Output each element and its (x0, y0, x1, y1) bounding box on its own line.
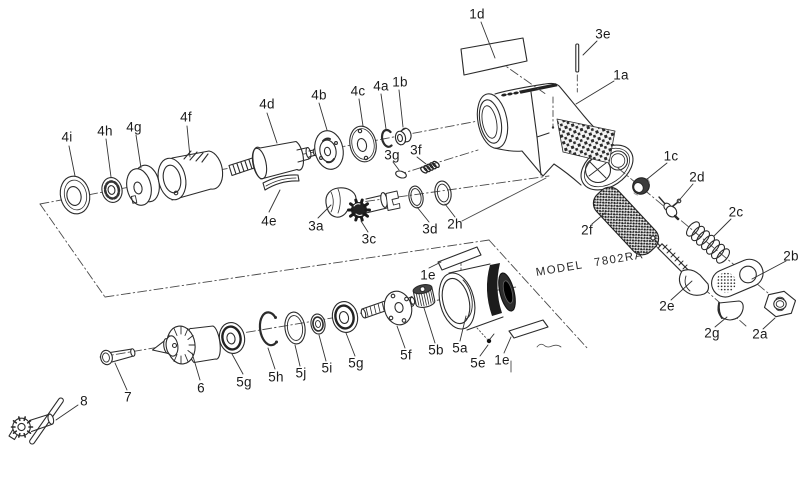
part-5g-bearing-2 (331, 301, 359, 333)
part-label-8: 8 (80, 393, 88, 409)
part-label-7: 7 (124, 389, 132, 405)
part-label-2b: 2b (783, 248, 799, 264)
part-1e-nameplate-1 (437, 246, 482, 271)
part-1e-nameplate-2 (508, 319, 549, 339)
part-label-3g: 3g (384, 147, 400, 163)
part-4b-end-plate (314, 130, 344, 170)
part-4c-washer (349, 125, 377, 163)
part-7-screw (100, 348, 136, 366)
part-2d-valve (658, 196, 682, 221)
part-label-1b: 1b (392, 74, 408, 90)
part-label-2a: 2a (752, 326, 768, 342)
part-label-4c: 4c (350, 83, 366, 99)
part-label-1d: 1d (469, 6, 485, 22)
part-3g-pin (395, 170, 407, 179)
part-3d-o-ring (408, 185, 424, 209)
part-label-5j: 5j (295, 365, 307, 381)
part-label-1c: 1c (663, 148, 679, 164)
part-label-5g-2: 5g (348, 355, 364, 371)
part-label-2e: 2e (659, 298, 675, 314)
part-label-4h: 4h (97, 123, 113, 139)
leader-lines (55, 21, 787, 421)
part-label-3c: 3c (361, 231, 377, 247)
part-label-5b: 5b (428, 342, 444, 358)
part-5i-spacer (310, 313, 326, 335)
part-3c-gear (347, 198, 371, 222)
part-label-2c: 2c (728, 204, 744, 220)
part-label-1a: 1a (613, 67, 629, 83)
part-label-4d: 4d (259, 96, 275, 112)
part-5f-spindle (360, 290, 416, 326)
part-2e-valve-stem (650, 235, 710, 296)
part-label-6: 6 (197, 380, 205, 396)
part-5j-washer (284, 311, 306, 345)
part-label-4i: 4i (61, 129, 73, 145)
label-plates (437, 37, 549, 339)
part-5e-set-screw (486, 333, 495, 344)
part-label-4b: 4b (311, 87, 327, 103)
part-5b-pinion-gear (412, 284, 436, 308)
part-label-2g: 2g (704, 325, 720, 341)
part-1c-bumper (632, 177, 650, 196)
part-3f-spring (420, 160, 440, 174)
part-label-4e: 4e (261, 213, 277, 229)
part-8-chuck-key (8, 397, 64, 445)
part-5h-retaining-ring (258, 311, 278, 347)
part-label-3d: 3d (422, 221, 438, 237)
part-4a-retaining-ring (380, 128, 393, 148)
part-label-5i: 5i (321, 360, 333, 376)
part-label-5f: 5f (400, 347, 412, 363)
part-label-2f: 2f (581, 222, 593, 238)
part-5g-bearing-1 (218, 322, 246, 354)
part-4d-rotor (228, 140, 318, 180)
part-3-shaft (365, 190, 401, 214)
part-label-1e-2: 1e (494, 352, 510, 368)
part-2c-spring (685, 221, 731, 264)
part-2a-inlet-bushing (763, 290, 797, 318)
part-label-5g-1: 5g (236, 374, 252, 390)
part-4g-end-plate (126, 164, 160, 206)
construction-lines (39, 59, 793, 373)
part-label-2h: 2h (447, 216, 463, 232)
part-label-5h: 5h (268, 369, 284, 385)
part-label-3e: 3e (595, 26, 611, 42)
part-2b-exhaust-deflector (711, 258, 764, 298)
part-4f-cylinder (157, 150, 224, 201)
part-label-2d: 2d (689, 169, 705, 185)
part-6-drill-chuck (151, 325, 221, 365)
part-label-1e-1: 1e (420, 267, 436, 283)
part-label-3a: 3a (308, 218, 324, 234)
part-3e-pin (575, 43, 580, 73)
part-label-3f: 3f (410, 142, 422, 158)
part-2g-wedge (717, 300, 744, 321)
part-label-4g: 4g (126, 119, 142, 135)
part-5a-angle-head-housing (438, 263, 516, 331)
part-label-4a: 4a (373, 78, 389, 94)
part-1b-bushing (394, 127, 412, 146)
part-2f-muffler (592, 186, 660, 256)
part-label-5a: 5a (452, 340, 468, 356)
part-1a-motor-housing (476, 82, 635, 191)
part-label-4f: 4f (180, 109, 192, 125)
part-4h-bearing (101, 177, 123, 203)
part-label-5e: 5e (470, 355, 486, 371)
part-4i-grommet (59, 175, 91, 215)
part-2h-o-ring (434, 180, 452, 206)
part-4e-rotor-vane (262, 174, 300, 191)
